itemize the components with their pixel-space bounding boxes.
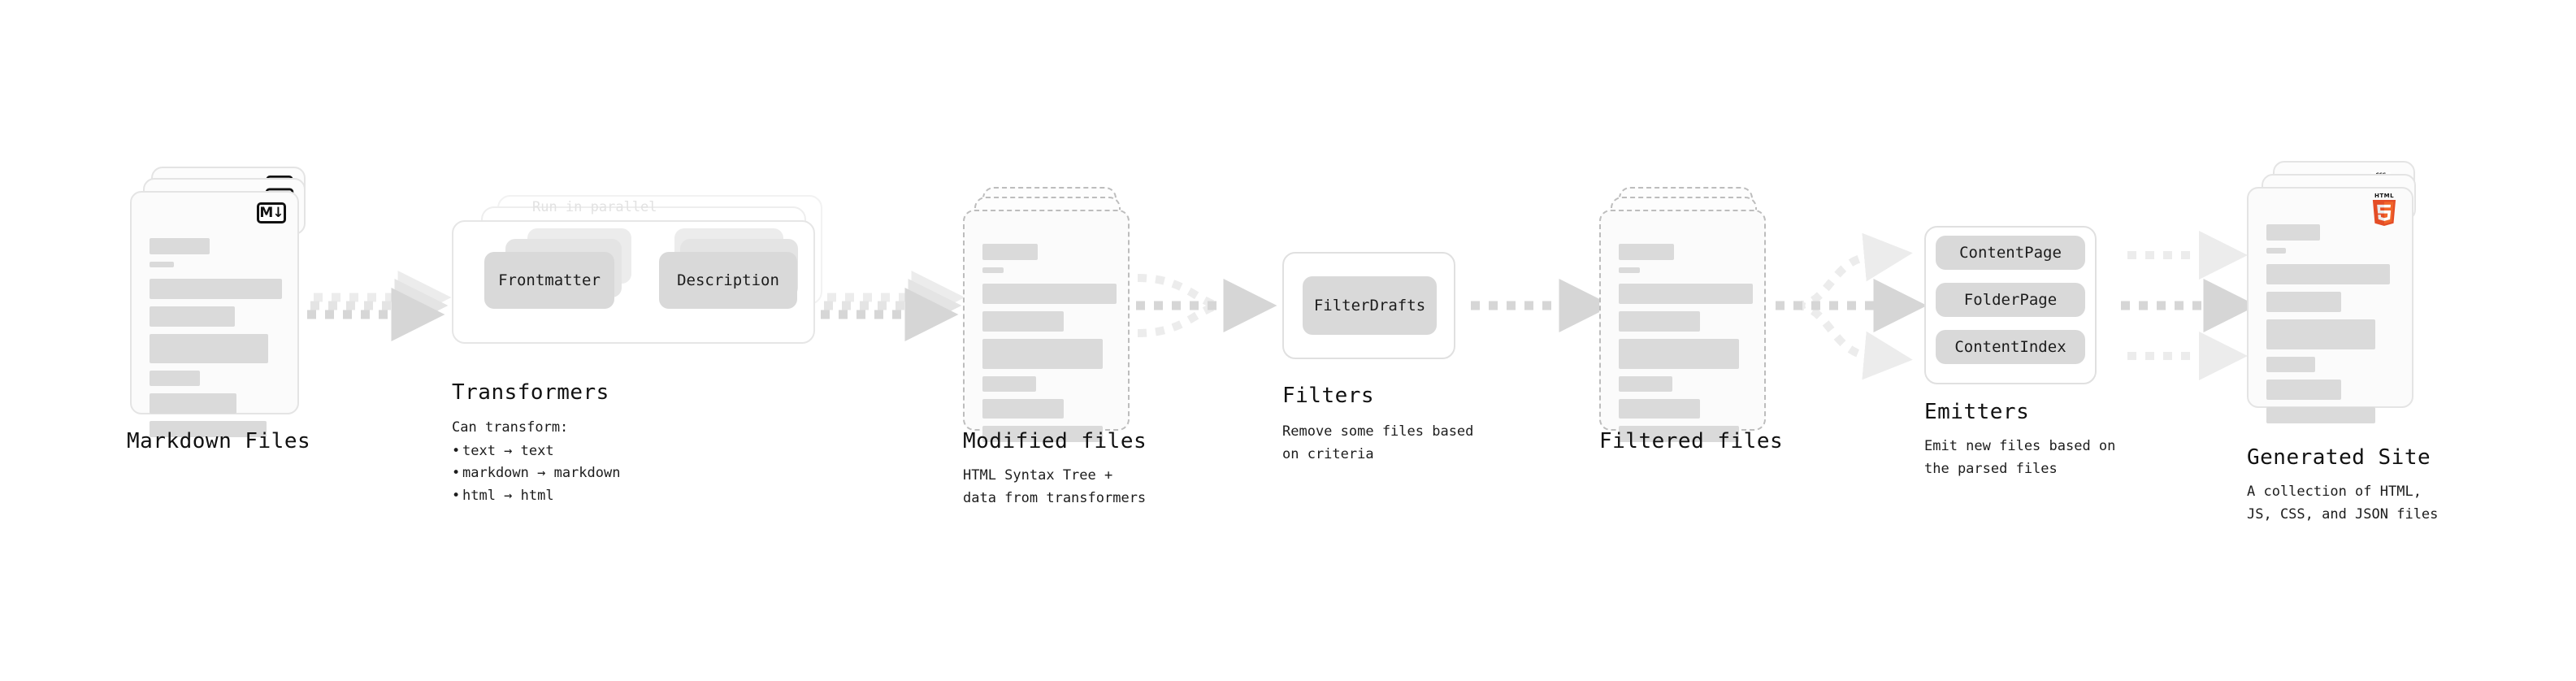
caption-generated-site: Generated Site bbox=[2247, 445, 2431, 470]
stage-filters: FilterDrafts bbox=[1282, 252, 1461, 359]
connector-transformers-to-modified bbox=[821, 271, 965, 341]
chip-description[interactable]: Description bbox=[659, 252, 797, 309]
stage-modified-files bbox=[963, 187, 1138, 442]
emitters-group: ContentPage FolderPage ContentIndex bbox=[1924, 226, 2111, 388]
modified-file-stack bbox=[963, 187, 1138, 442]
subtitle-generated-site: A collection of HTML, JS, CSS, and JSON … bbox=[2247, 484, 2439, 523]
stage-markdown-files: M↓ M↓ M↓ bbox=[130, 167, 317, 437]
transformers-group: x x x x Frontmatter Description bbox=[452, 195, 834, 358]
filtered-placeholder-lines bbox=[1619, 244, 1753, 442]
stage-generated-site: CSS HTML bbox=[2247, 161, 2434, 423]
filters-group: FilterDrafts bbox=[1282, 252, 1461, 359]
transformers-capability-list: Can transform: text → text markdown → ma… bbox=[452, 417, 620, 507]
html5-badge: HTML bbox=[2370, 193, 2399, 228]
annotation-run-in-parallel: Run in parallel bbox=[532, 199, 657, 215]
filtered-file-stack bbox=[1599, 187, 1774, 442]
chip-folderpage[interactable]: FolderPage bbox=[1936, 283, 2085, 317]
stage-filtered-files bbox=[1599, 187, 1774, 442]
generated-card-front: HTML bbox=[2247, 187, 2413, 423]
caption-transformers: Transformers bbox=[452, 380, 609, 405]
modified-placeholder-lines bbox=[982, 244, 1117, 442]
connector-md-to-transformers bbox=[307, 271, 452, 341]
chip-contentpage[interactable]: ContentPage bbox=[1936, 236, 2085, 270]
generated-site-stack: CSS HTML bbox=[2247, 161, 2434, 423]
markdown-placeholder-lines bbox=[150, 238, 283, 437]
caption-emitters: Emitters bbox=[1924, 400, 2030, 424]
caption-modified-files: Modified files bbox=[963, 429, 1147, 453]
markdown-file-stack: M↓ M↓ M↓ bbox=[130, 167, 317, 437]
markdown-card-front: M↓ bbox=[130, 191, 299, 437]
caption-filters: Filters bbox=[1282, 384, 1375, 408]
subtitle-modified-files: HTML Syntax Tree + data from transformer… bbox=[963, 467, 1147, 506]
stage-transformers: x x x x Frontmatter Description bbox=[452, 195, 834, 358]
connector-filtered-to-emitters bbox=[1776, 232, 1928, 380]
html5-wordmark: HTML bbox=[2374, 193, 2395, 199]
transformers-list-lead: Can transform: bbox=[452, 419, 569, 436]
markdown-badge: M↓ bbox=[257, 202, 286, 223]
caption-filtered-files: Filtered files bbox=[1599, 429, 1784, 453]
transformers-list-item: text → text bbox=[452, 440, 620, 463]
filtered-card-front bbox=[1599, 210, 1766, 442]
transformers-list-item: markdown → markdown bbox=[452, 462, 620, 485]
subtitle-emitters: Emit new files based on the parsed files bbox=[1924, 438, 2116, 477]
stage-emitters: ContentPage FolderPage ContentIndex bbox=[1924, 226, 2111, 388]
chip-filterdrafts[interactable]: FilterDrafts bbox=[1303, 276, 1437, 335]
html5-shield-icon bbox=[2372, 200, 2396, 226]
transformers-list-item: html → html bbox=[452, 485, 620, 508]
modified-card-front bbox=[963, 210, 1130, 442]
subtitle-filters: Remove some files based on criteria bbox=[1282, 423, 1474, 462]
connector-modified-to-filters bbox=[1136, 274, 1277, 337]
chip-contentindex[interactable]: ContentIndex bbox=[1936, 330, 2085, 364]
caption-markdown-files: Markdown Files bbox=[127, 429, 311, 453]
generated-placeholder-lines bbox=[2266, 224, 2397, 423]
connector-emitters-to-site bbox=[2121, 231, 2257, 380]
chip-frontmatter[interactable]: Frontmatter bbox=[484, 252, 614, 309]
